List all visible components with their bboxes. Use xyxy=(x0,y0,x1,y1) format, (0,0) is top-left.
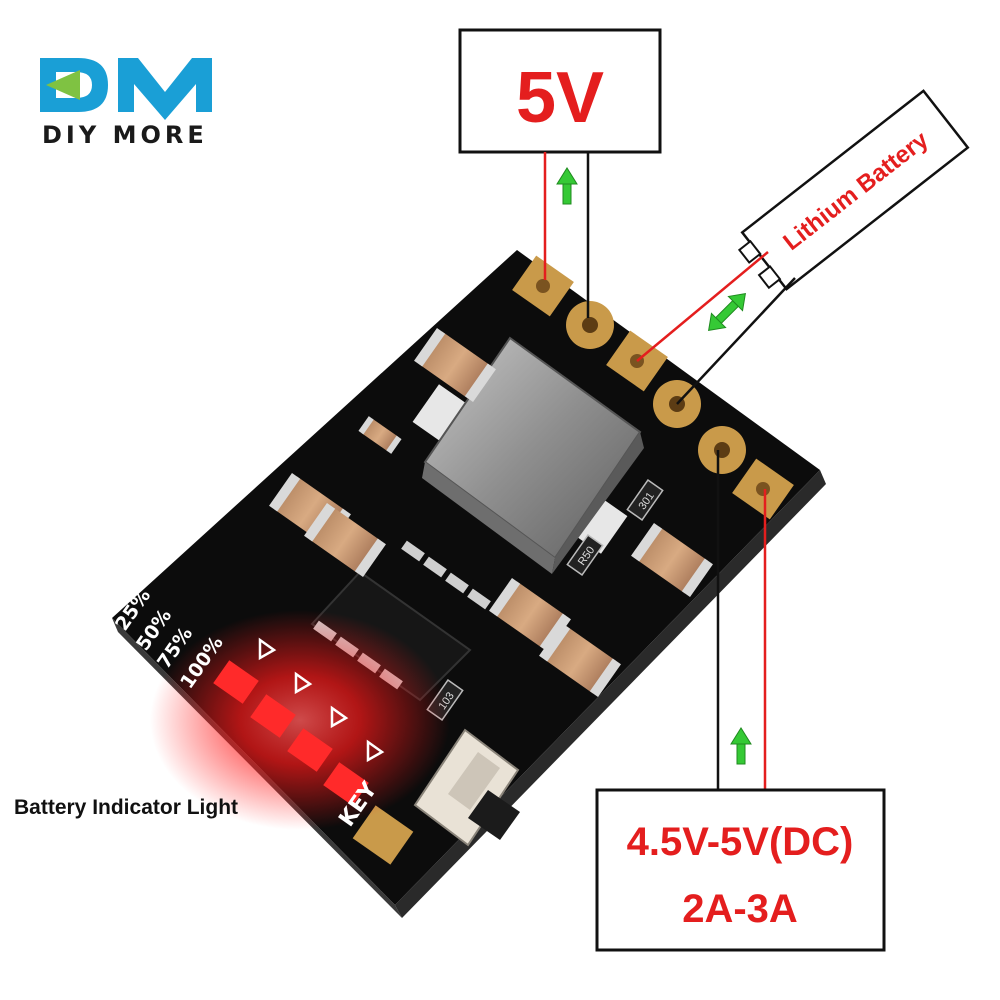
led-50 xyxy=(250,694,296,738)
input-arrow-up-icon xyxy=(730,727,752,765)
charger-board: 103 301 R50 xyxy=(111,250,826,918)
key-button[interactable] xyxy=(413,728,520,847)
indicator-caption: Battery Indicator Light xyxy=(14,796,238,819)
battery-negative-wire xyxy=(676,277,796,405)
led-marker-icon xyxy=(366,739,385,763)
wires xyxy=(543,152,796,790)
led-marker-icon xyxy=(330,705,349,729)
battery-bidirectional-arrow-icon xyxy=(708,293,746,331)
lithium-battery: Lithium Battery xyxy=(737,89,970,291)
input-current-label: 2A-3A xyxy=(682,887,798,931)
led-75 xyxy=(287,728,333,772)
output-arrow-up-icon xyxy=(556,167,578,205)
current-flow-arrows xyxy=(556,167,752,765)
battery-indicator-leds xyxy=(150,610,450,830)
led-marker-icon xyxy=(258,637,277,661)
logo-mark-icon xyxy=(40,58,212,120)
logo-wordmark: DIY MORE xyxy=(42,121,208,149)
output-voltage-box: 5V xyxy=(458,28,662,154)
led-100 xyxy=(323,762,369,806)
output-voltage-label: 5V xyxy=(516,58,604,138)
input-voltage-label: 4.5V-5V(DC) xyxy=(627,820,854,864)
input-voltage-box: 4.5V-5V(DC) 2A-3A xyxy=(595,788,886,952)
battery-positive-wire xyxy=(636,251,769,362)
led-marker-icon xyxy=(294,671,313,695)
led-25 xyxy=(213,660,259,704)
capacitors xyxy=(269,327,713,698)
brand-logo: DIY MORE xyxy=(40,58,212,149)
